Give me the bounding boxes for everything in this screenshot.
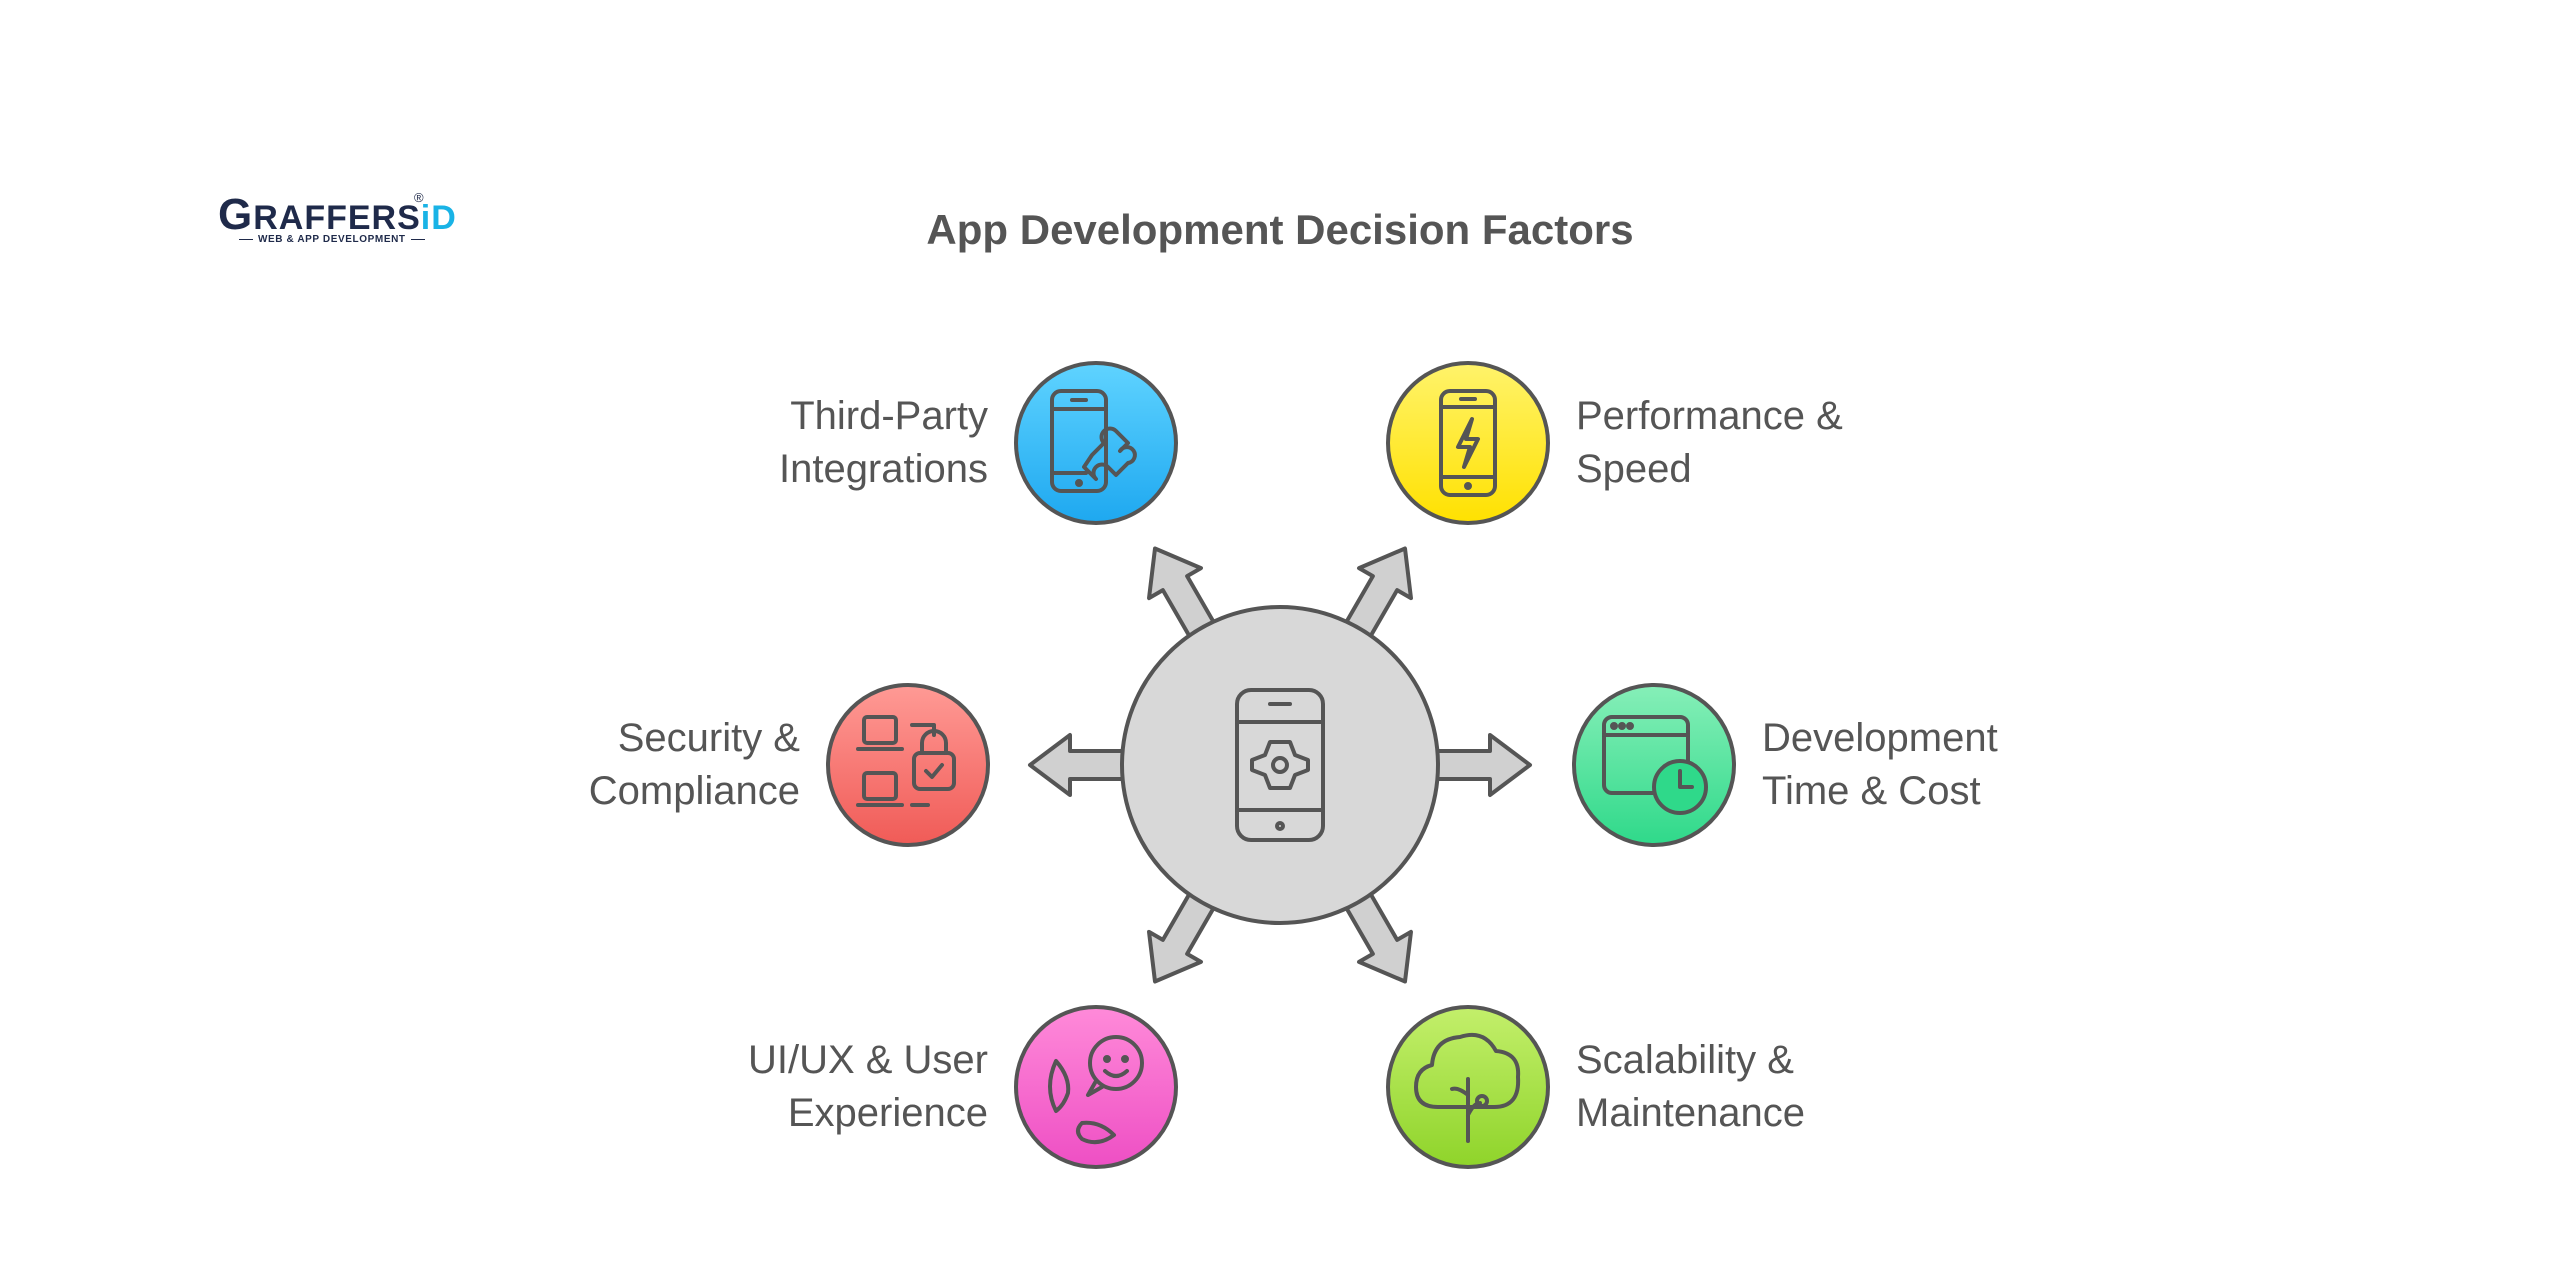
smartphone-puzzle-icon bbox=[1050, 389, 1137, 493]
central-hub bbox=[1120, 605, 1440, 925]
registered-mark: ® bbox=[414, 190, 424, 205]
factor-node-6 bbox=[1386, 1005, 1550, 1169]
graffersid-logo: GRAFFERSiD ® WEB & APP DEVELOPMENT bbox=[218, 190, 456, 250]
factor-circle bbox=[1572, 683, 1736, 847]
factor-label-2: Performance & Speed bbox=[1576, 394, 1843, 491]
logo-wordmark: GRAFFERSiD bbox=[218, 190, 457, 239]
factor-label-6: Scalability & Maintenance bbox=[1576, 1038, 1806, 1135]
factor-label-4: Development Time & Cost bbox=[1762, 716, 1998, 813]
logo-tagline: WEB & APP DEVELOPMENT bbox=[234, 234, 430, 245]
smartphone-gear-icon bbox=[1235, 688, 1325, 842]
factor-node-1 bbox=[1014, 361, 1178, 525]
factor-circle bbox=[826, 683, 990, 847]
factor-label-1: Third-Party Integrations bbox=[778, 394, 988, 491]
factor-label-3: Security & Compliance bbox=[588, 716, 800, 813]
factor-circle bbox=[1386, 361, 1550, 525]
diagram-title: App Development Decision Factors bbox=[926, 206, 1634, 253]
factor-node-5 bbox=[1014, 1005, 1178, 1169]
browser-clock-icon bbox=[1602, 715, 1708, 815]
factor-circle bbox=[1014, 361, 1178, 525]
factor-node-3 bbox=[826, 683, 990, 847]
tree-icon bbox=[1414, 1032, 1521, 1143]
factor-label-5: UI/UX & User Experience bbox=[747, 1038, 988, 1135]
factor-node-2 bbox=[1386, 361, 1550, 525]
chat-smile-icon bbox=[1048, 1035, 1144, 1145]
smartphone-lightning-icon bbox=[1439, 389, 1497, 497]
laptops-lock-icon bbox=[856, 715, 956, 807]
factor-node-4 bbox=[1572, 683, 1736, 847]
